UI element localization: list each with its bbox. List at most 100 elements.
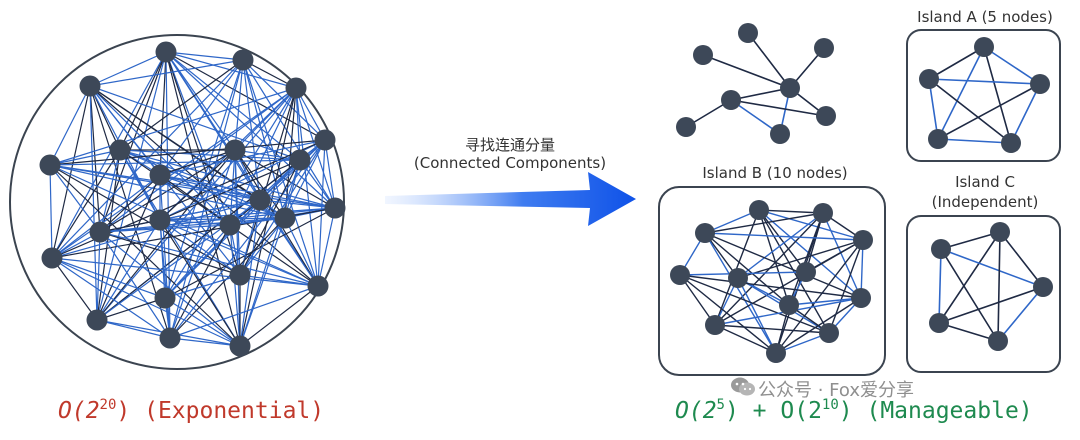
full-graph-node: [285, 77, 307, 99]
island-b-node: [779, 295, 799, 315]
full-graph-edge: [99, 87, 297, 233]
full-graph-edge: [164, 207, 336, 299]
island-b-edge: [714, 209, 760, 326]
full-graph-edge: [49, 164, 286, 219]
full-graph-edge: [295, 87, 319, 287]
full-graph-edge: [239, 87, 297, 347]
full-graph-edge: [284, 217, 319, 287]
full-graph-edge: [119, 149, 301, 161]
island-a-edge: [928, 78, 939, 140]
caption-base: O(2: [58, 398, 100, 424]
full-graph-nodes: [39, 41, 346, 357]
full-graph-edge: [99, 231, 241, 276]
full-graph-edge: [51, 149, 121, 259]
island-a-edge: [928, 78, 1041, 85]
island-c-edge: [997, 286, 1044, 342]
full-graph-edge: [96, 231, 101, 321]
full-graph-edge: [259, 199, 336, 209]
full-graph-edge: [317, 207, 336, 287]
caption-exp-2: 10: [821, 397, 839, 413]
full-graph-edge: [229, 224, 241, 347]
full-graph-edge: [51, 257, 171, 339]
full-graph-node: [39, 154, 61, 176]
full-graph-edge: [159, 199, 261, 221]
island-a-label: Island A (5 nodes): [917, 8, 1053, 26]
full-graph-edge: [164, 224, 231, 299]
island-b-edge: [758, 209, 830, 334]
full-graph-edge: [164, 297, 241, 347]
island-c-node: [931, 239, 951, 259]
island-c-edge: [940, 248, 1044, 288]
full-graph-edge: [239, 217, 286, 276]
island-a-edge: [937, 138, 1012, 144]
full-graph-edge: [89, 59, 244, 87]
full-graph-node: [154, 287, 176, 309]
full-graph-edge: [159, 174, 336, 209]
island-b-edge: [679, 274, 777, 354]
full-graph-edge: [49, 164, 101, 233]
island-b-node: [705, 315, 725, 335]
island-b-node: [670, 265, 690, 285]
island-b-node: [813, 203, 833, 223]
full-graph-node: [41, 247, 63, 269]
island-c-edge: [997, 231, 1001, 342]
island-b-box: [658, 186, 886, 376]
full-graph-edge: [159, 219, 231, 226]
loose-graph: [676, 23, 836, 144]
full-graph-edge: [99, 231, 319, 287]
island-b-edge: [758, 209, 862, 299]
full-graph-edge: [242, 59, 336, 209]
island-b-edge: [704, 232, 790, 306]
full-graph-node: [149, 164, 171, 186]
full-graph: [9, 34, 346, 370]
loose-graph-edge: [702, 54, 791, 89]
island-b-edge: [704, 212, 824, 234]
loose-graph-edge: [730, 87, 791, 101]
full-graph-edge: [119, 149, 336, 209]
island-c-edge: [940, 231, 1001, 250]
full-graph-node: [155, 41, 177, 63]
loose-graph-node: [814, 38, 834, 58]
full-graph-edge: [51, 87, 297, 259]
full-graph-edge: [239, 87, 297, 276]
full-graph-edge: [89, 51, 167, 87]
island-a-edge: [1010, 83, 1041, 144]
island-b-label: Island B (10 nodes): [702, 164, 848, 182]
full-graph-edge: [49, 159, 301, 166]
full-graph-edge: [234, 59, 244, 151]
caption-part-2: ) + O(2: [724, 398, 822, 424]
full-graph-edge: [89, 85, 101, 233]
island-c-node: [1033, 277, 1053, 297]
full-graph-edge: [96, 51, 167, 321]
island-b-node: [695, 223, 715, 243]
full-graph-edge: [284, 87, 297, 219]
full-graph-edge: [119, 59, 244, 151]
full-graph-node: [219, 214, 241, 236]
full-graph-edge: [165, 51, 301, 161]
full-graph-node: [274, 207, 296, 229]
island-a-edge: [928, 78, 1012, 144]
island-b-edge: [737, 239, 864, 279]
full-graph-edge: [99, 207, 336, 233]
island-b-edge: [737, 212, 824, 279]
island-b: [658, 186, 886, 376]
full-graph-edge: [96, 149, 236, 321]
island-a-edge: [937, 46, 985, 140]
island-b-edge: [679, 274, 862, 299]
full-graph-edge: [239, 139, 326, 276]
full-graph-edge: [51, 51, 167, 259]
full-graph-edge: [99, 51, 167, 233]
full-graph-node: [289, 149, 311, 171]
full-graph-edge: [239, 199, 261, 276]
full-graph-edge: [51, 257, 98, 321]
island-b-node: [796, 262, 816, 282]
island-a-nodes: [919, 37, 1050, 153]
loose-graph-node: [721, 90, 741, 110]
full-graph-edge: [99, 231, 171, 339]
full-graph-node: [229, 335, 251, 357]
full-graph-edge: [164, 274, 241, 299]
complexity-exponential: O(220) (Exponential): [58, 398, 324, 424]
full-graph-edge: [169, 139, 326, 339]
full-graph-node: [232, 49, 254, 71]
island-b-edge: [679, 274, 830, 334]
